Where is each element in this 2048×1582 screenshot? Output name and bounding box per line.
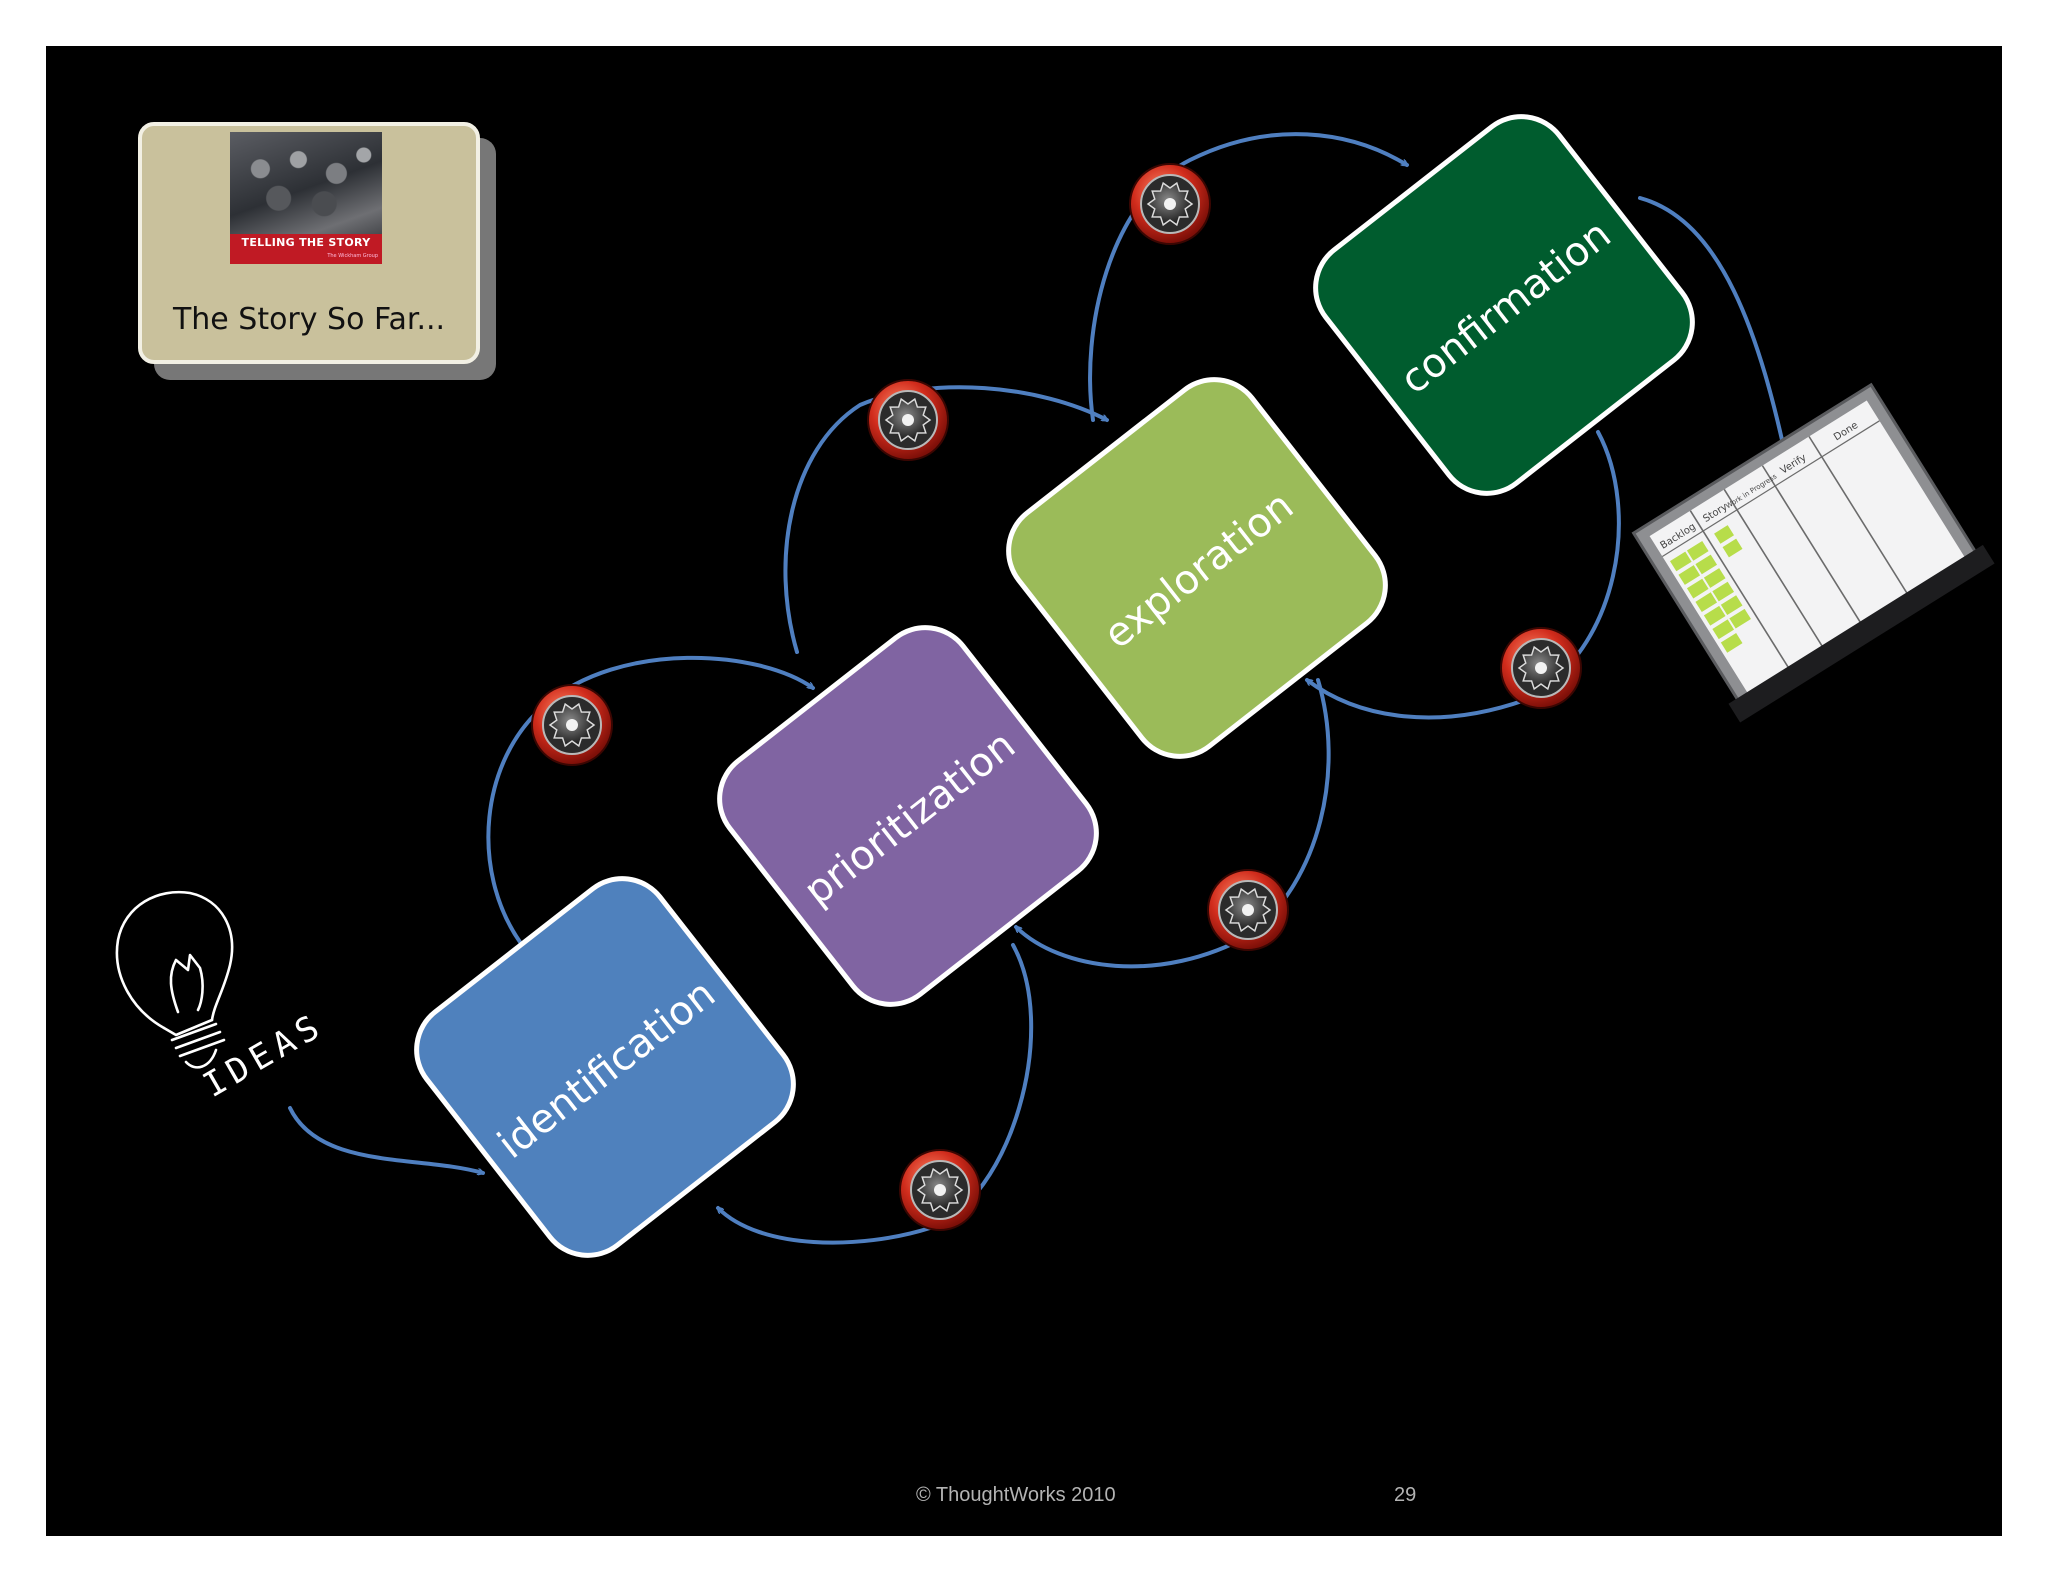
book-title-band: [230, 234, 382, 264]
arrow-exploration-to-confirmation: [1088, 132, 1407, 422]
footer-page-number: 29: [1394, 1484, 1417, 1506]
stage-box-identification[interactable]: identification: [397, 859, 812, 1274]
story-card-caption: The Story So Far...: [172, 302, 446, 337]
gear-icon: [899, 1149, 981, 1231]
footer-copyright: © ThoughtWorks 2010: [916, 1484, 1116, 1506]
gear-icon: [1500, 627, 1582, 709]
arrow-ideas-to-identification: [288, 1106, 483, 1173]
story-so-far-card[interactable]: TELLING THE STORY The Wickham Group The …: [138, 122, 480, 364]
stage-box-exploration[interactable]: exploration: [989, 360, 1404, 775]
sticky-notes: [1669, 525, 1751, 653]
gear-icon: [1129, 163, 1211, 245]
lightbulb-icon: [115, 890, 234, 1069]
ideas-label: IDEAS: [197, 1005, 332, 1106]
gear-icons: [531, 163, 1582, 1231]
book-publisher: The Wickham Group: [327, 253, 378, 259]
stage-box-shape: [414, 876, 796, 1258]
stage-box-confirmation[interactable]: confirmation: [1296, 97, 1711, 512]
stage-boxes: identificationprioritizationexplorationc…: [397, 97, 1711, 1274]
stage-box-shape: [1313, 114, 1695, 496]
stage-box-prioritization[interactable]: prioritization: [700, 608, 1115, 1023]
stage-box-shape: [717, 625, 1099, 1007]
gear-icon: [531, 684, 613, 766]
book-cover-image: TELLING THE STORY The Wickham Group: [230, 132, 382, 264]
stage-box-shape: [1006, 377, 1388, 759]
press-crowd-photo: [230, 132, 382, 224]
book-title: TELLING THE STORY: [241, 236, 371, 249]
gear-icon: [1207, 869, 1289, 951]
arrow-confirmation-to-board: [1638, 196, 1790, 477]
task-board-photo: Backlog Story Work in Progress Verify Do…: [1631, 382, 1995, 723]
arrow-prioritization-to-exploration: [783, 385, 1107, 654]
gear-icon: [867, 379, 949, 461]
